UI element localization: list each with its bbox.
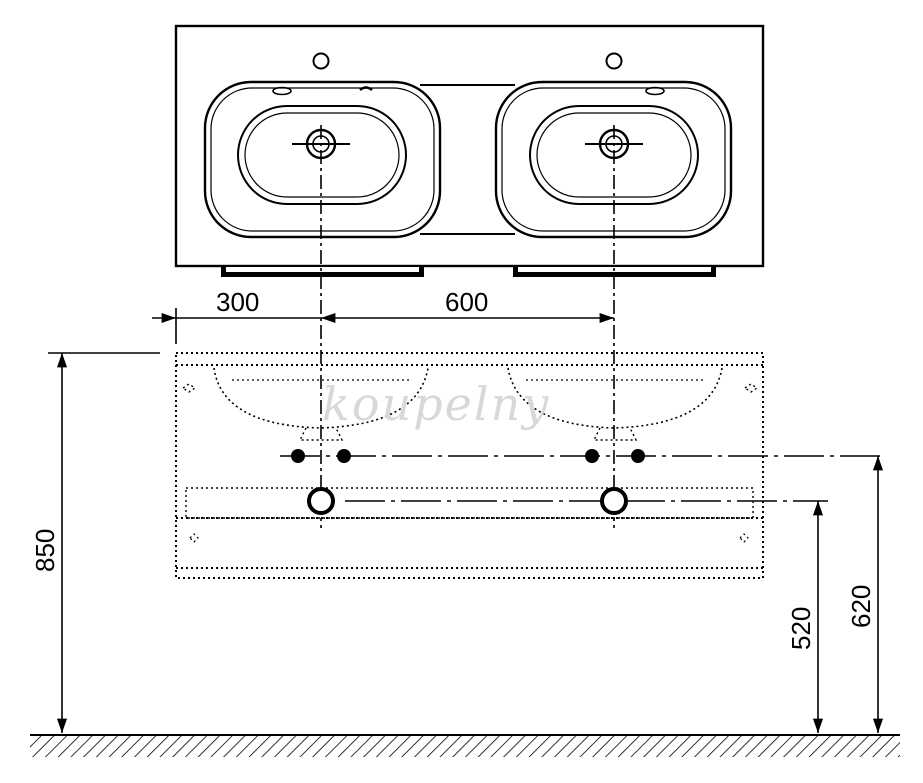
right-tap-hole-icon [605,52,623,70]
cabinet-outline [175,352,764,579]
front-view-cabinet [175,352,764,579]
dim-lower-height: 520 [786,607,816,650]
waste-outlet-right-icon [600,487,628,515]
countertop-outline [174,24,765,268]
waste-outlets [307,487,628,515]
dim-total-height: 850 [30,529,60,572]
left-tap-hole-icon [312,52,330,70]
vertical-dimensions [48,352,884,733]
floor [30,734,900,757]
left-bowl [203,52,442,239]
center-lines [320,125,615,528]
connection-lines [280,455,885,502]
right-overflow-icon [645,86,665,96]
waste-outlet-left-icon [307,487,335,515]
dim-center-spacing: 600 [445,287,488,317]
horizontal-dimensions [152,308,614,344]
water-point-icon [585,449,599,463]
water-point-icon [337,449,351,463]
water-point-icon [631,449,645,463]
left-overflow-icon [272,86,292,96]
water-point-icon [291,449,305,463]
dim-left-offset: 300 [216,287,259,317]
dim-upper-height: 620 [846,585,876,628]
water-connections [291,449,645,463]
center-bridge [420,84,515,235]
drawer-top [185,487,754,519]
watermark: koupelny [322,377,550,431]
top-view-basin [174,24,765,277]
